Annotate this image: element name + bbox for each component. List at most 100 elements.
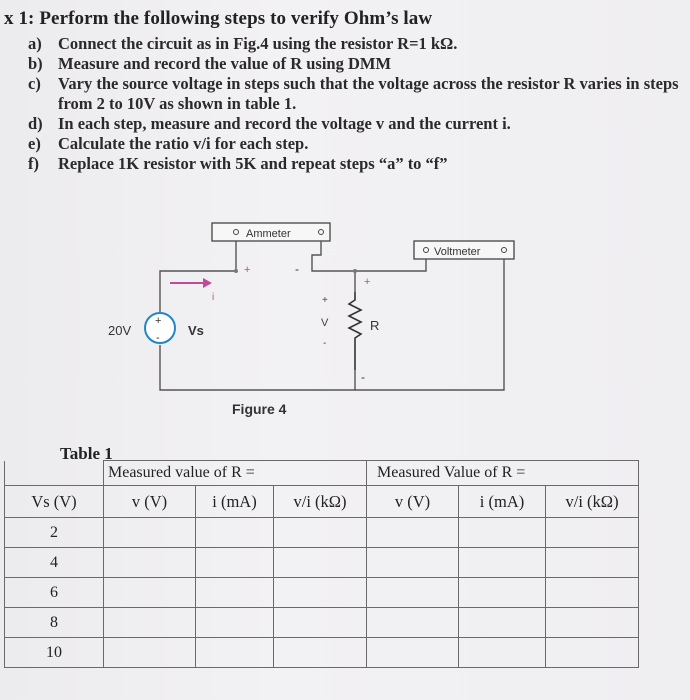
table-title: Table 1 bbox=[60, 444, 113, 463]
entry-cell[interactable] bbox=[195, 547, 274, 578]
table-row: 6 bbox=[4, 577, 640, 608]
step-e: e) Calculate the ratio v/i for each step. bbox=[28, 134, 688, 154]
entry-cell[interactable] bbox=[545, 637, 640, 668]
entry-cell[interactable] bbox=[272, 517, 368, 548]
entry-cell[interactable] bbox=[545, 517, 640, 548]
entry-cell[interactable] bbox=[545, 607, 640, 638]
table-group-header: Measured value of R = Measured Value of … bbox=[4, 460, 640, 486]
node-dot bbox=[234, 269, 238, 273]
voltmeter-terminal-right bbox=[501, 247, 507, 253]
col-header: v (V) bbox=[366, 485, 460, 518]
col-header: v/i (kΩ) bbox=[545, 485, 640, 518]
step-letter: f) bbox=[28, 154, 39, 173]
v-label: V bbox=[321, 317, 329, 329]
entry-cell[interactable] bbox=[195, 637, 274, 668]
col-header: i (mA) bbox=[458, 485, 547, 518]
entry-cell[interactable] bbox=[366, 577, 460, 608]
entry-cell[interactable] bbox=[272, 577, 368, 608]
vs-cell: 2 bbox=[4, 517, 104, 548]
entry-cell[interactable] bbox=[272, 637, 368, 668]
entry-cell[interactable] bbox=[103, 607, 196, 638]
entry-cell[interactable] bbox=[458, 637, 547, 668]
current-label: i bbox=[212, 292, 214, 303]
entry-cell[interactable] bbox=[458, 517, 547, 548]
entry-cell[interactable] bbox=[366, 517, 460, 548]
col-header: i (mA) bbox=[195, 485, 274, 518]
vs-cell: 4 bbox=[4, 547, 104, 578]
entry-cell[interactable] bbox=[195, 517, 274, 548]
step-text: Replace 1K resistor with 5K and repeat s… bbox=[58, 154, 448, 173]
entry-cell[interactable] bbox=[195, 607, 274, 638]
figure-caption: Figure 4 bbox=[232, 401, 287, 417]
voltmeter-label: Voltmeter bbox=[434, 246, 481, 258]
step-letter: e) bbox=[28, 134, 41, 153]
ammeter-plus: + bbox=[244, 264, 250, 276]
entry-cell[interactable] bbox=[103, 637, 196, 668]
voltmeter-box bbox=[413, 240, 515, 260]
entry-cell[interactable] bbox=[458, 577, 547, 608]
source-name: Vs bbox=[188, 323, 204, 338]
entry-cell[interactable] bbox=[195, 577, 274, 608]
resistor-plus: + bbox=[364, 276, 370, 288]
vs-cell: 6 bbox=[4, 577, 104, 608]
vs-cell: 8 bbox=[4, 607, 104, 638]
entry-cell[interactable] bbox=[103, 517, 196, 548]
entry-cell[interactable] bbox=[272, 547, 368, 578]
resistor-minus: - bbox=[361, 370, 365, 384]
source-value: 20V bbox=[108, 323, 131, 338]
entry-cell[interactable] bbox=[103, 547, 196, 578]
entry-cell[interactable] bbox=[545, 547, 640, 578]
step-text: In each step, measure and record the vol… bbox=[58, 114, 511, 133]
entry-cell[interactable] bbox=[366, 637, 460, 668]
blank-cell bbox=[4, 460, 104, 486]
entry-cell[interactable] bbox=[272, 607, 368, 638]
entry-cell[interactable] bbox=[366, 547, 460, 578]
step-letter: c) bbox=[28, 74, 41, 93]
node-dot bbox=[353, 269, 357, 273]
step-list: a) Connect the circuit as in Fig.4 using … bbox=[28, 34, 688, 174]
step-d: d) In each step, measure and record the v… bbox=[28, 114, 688, 134]
entry-cell[interactable] bbox=[545, 577, 640, 608]
voltage-source bbox=[144, 312, 176, 344]
col-header: v/i (kΩ) bbox=[272, 485, 368, 518]
group-header-2: Measured Value of R = bbox=[366, 460, 640, 486]
table-row: 2 bbox=[4, 517, 640, 548]
ammeter-box bbox=[211, 222, 331, 242]
voltmeter-terminal-left bbox=[423, 247, 429, 253]
table-column-header: Vs (V) v (V) i (mA) v/i (kΩ) v (V) i (mA… bbox=[4, 485, 640, 518]
step-text: Vary the source voltage in steps such th… bbox=[58, 74, 679, 113]
ammeter-label: Ammeter bbox=[246, 228, 291, 240]
step-letter: d) bbox=[28, 114, 43, 133]
step-a: a) Connect the circuit as in Fig.4 using … bbox=[28, 34, 688, 54]
exercise-heading: x 1: Perform the following steps to veri… bbox=[4, 8, 433, 29]
step-b: b) Measure and record the value of R usin… bbox=[28, 54, 688, 74]
data-table: Measured value of R = Measured Value of … bbox=[4, 460, 640, 668]
entry-cell[interactable] bbox=[458, 607, 547, 638]
group-header-1: Measured value of R = bbox=[102, 460, 368, 486]
entry-cell[interactable] bbox=[458, 547, 547, 578]
step-text: Connect the circuit as in Fig.4 using th… bbox=[58, 34, 458, 53]
source-plus: + bbox=[155, 315, 161, 327]
table-row: 8 bbox=[4, 607, 640, 638]
step-text: Calculate the ratio v/i for each step. bbox=[58, 134, 309, 153]
entry-cell[interactable] bbox=[366, 607, 460, 638]
ammeter-terminal-left bbox=[233, 229, 239, 235]
step-f: f) Replace 1K resistor with 5K and repeat… bbox=[28, 154, 688, 174]
col-header: v (V) bbox=[103, 485, 196, 518]
step-text: Measure and record the value of R using … bbox=[58, 54, 392, 73]
col-header: Vs (V) bbox=[4, 485, 104, 518]
step-c: c) Vary the source voltage in steps such … bbox=[28, 74, 688, 114]
entry-cell[interactable] bbox=[103, 577, 196, 608]
ammeter-terminal-right bbox=[318, 229, 324, 235]
resistor-label: R bbox=[370, 318, 379, 333]
table-row: 10 bbox=[4, 637, 640, 668]
source-minus: - bbox=[156, 332, 160, 344]
step-letter: a) bbox=[28, 34, 42, 53]
circuit-wires bbox=[159, 241, 505, 391]
ammeter-minus: - bbox=[295, 262, 299, 276]
table-row: 4 bbox=[4, 547, 640, 578]
current-arrowhead bbox=[203, 278, 212, 288]
step-letter: b) bbox=[28, 54, 43, 73]
